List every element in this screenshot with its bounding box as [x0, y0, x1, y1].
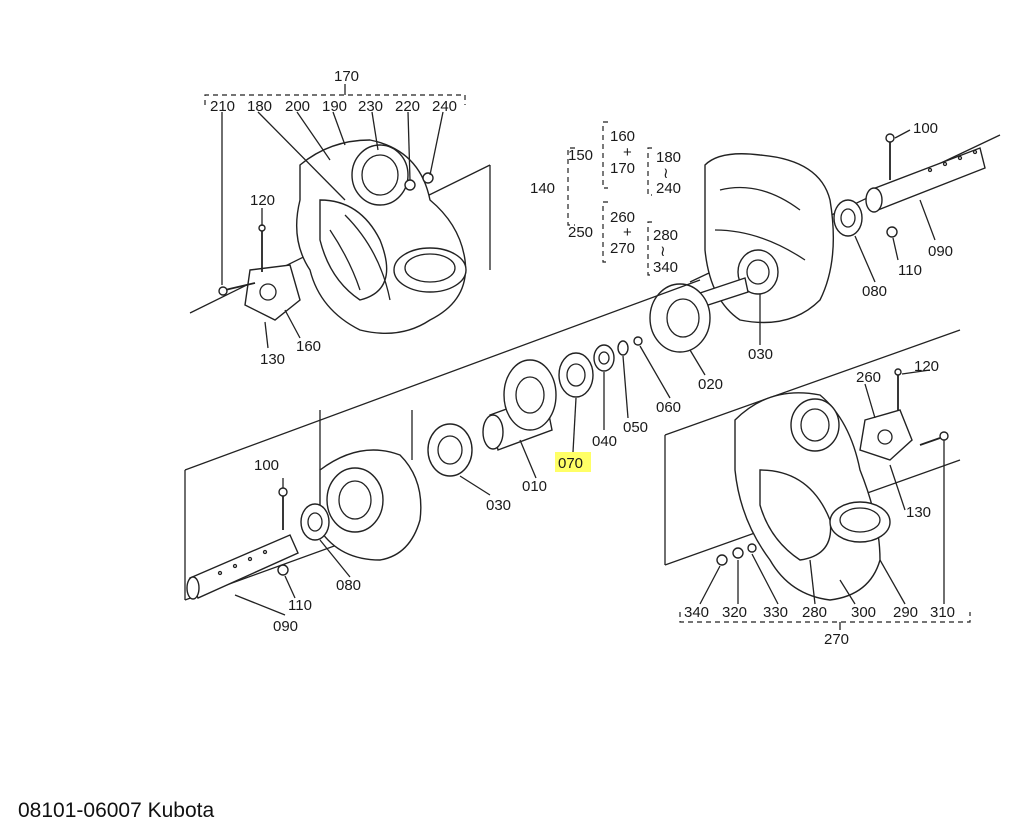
group-plus-2: + [623, 224, 632, 241]
label-120: 120 [250, 192, 275, 209]
label-300: 300 [851, 604, 876, 621]
label-020: 020 [698, 376, 723, 393]
bearing-030-top [737, 249, 779, 295]
seal-080-top [833, 199, 863, 237]
group-tilde-1: ≀ [663, 165, 669, 182]
label-210: 210 [210, 98, 235, 115]
label-110-lower: 110 [288, 597, 312, 614]
group-180: 180 [656, 149, 681, 166]
needle-bearing-040 [593, 344, 615, 372]
label-200: 200 [285, 98, 310, 115]
label-040: 040 [592, 433, 617, 450]
label-260: 260 [856, 369, 881, 386]
bearing-030-bottom [427, 423, 473, 477]
label-030: 030 [748, 346, 773, 363]
label-190: 190 [322, 98, 347, 115]
label-080: 080 [862, 283, 887, 300]
label-310: 310 [930, 604, 955, 621]
label-290: 290 [893, 604, 918, 621]
sprocket-020 [649, 283, 711, 353]
label-220: 220 [395, 98, 420, 115]
group-140: 140 [530, 180, 555, 197]
group-tilde-2: ≀ [660, 243, 666, 260]
seal-080-bottom [300, 503, 330, 541]
part-number-caption: 08101-06007 Kubota [18, 799, 215, 822]
label-280: 280 [802, 604, 827, 621]
flange-160 [244, 264, 301, 321]
gearcase-bottom-left [184, 410, 491, 616]
label-340: 340 [684, 604, 709, 621]
label-060: 060 [656, 399, 681, 416]
label-130: 130 [260, 351, 285, 368]
callout-labels: 170 210 180 200 190 230 220 240 120 130 … [210, 68, 955, 648]
label-030-lower: 030 [486, 497, 511, 514]
group-280: 280 [653, 227, 678, 244]
label-010: 010 [522, 478, 547, 495]
label-230: 230 [358, 98, 383, 115]
label-270: 270 [824, 631, 849, 648]
group-170: 170 [610, 160, 635, 177]
bearing-070 [558, 352, 594, 398]
center-shaft-parts [184, 279, 701, 479]
label-110: 110 [898, 262, 922, 279]
label-240: 240 [432, 98, 457, 115]
bracket-170 [204, 94, 466, 105]
label-120-right: 120 [914, 358, 939, 375]
hub-assembly-bottom-right [664, 329, 971, 630]
label-170: 170 [334, 68, 359, 85]
hub-assembly-top-left [189, 84, 491, 349]
label-080-lower: 080 [336, 577, 361, 594]
label-090-lower: 090 [273, 618, 298, 635]
nut-220 [404, 179, 416, 191]
label-320: 320 [722, 604, 747, 621]
label-330: 330 [763, 604, 788, 621]
label-130-right: 130 [906, 504, 931, 521]
gearcase-top-right [649, 129, 1001, 376]
group-notation [567, 121, 652, 276]
flange-260 [859, 409, 913, 461]
group-340: 340 [653, 259, 678, 276]
label-050: 050 [623, 419, 648, 436]
label-180: 180 [247, 98, 272, 115]
axis-line [184, 279, 701, 471]
axle-090-top [869, 147, 986, 211]
group-240: 240 [656, 180, 681, 197]
group-270: 270 [610, 240, 635, 257]
nut-240 [422, 172, 434, 184]
group-160: 160 [610, 128, 635, 145]
group-150: 150 [568, 147, 593, 164]
group-labels: 140 150 160 + 170 180 ≀ 240 250 260 + 27… [530, 128, 681, 276]
label-100: 100 [913, 120, 938, 137]
label-100-lower: 100 [254, 457, 279, 474]
label-160: 160 [296, 338, 321, 355]
group-plus-1: + [623, 144, 632, 161]
label-090: 090 [928, 243, 953, 260]
label-070: 070 [558, 455, 583, 472]
group-260: 260 [610, 209, 635, 226]
group-250: 250 [568, 224, 593, 241]
highlight-070 [555, 452, 591, 472]
